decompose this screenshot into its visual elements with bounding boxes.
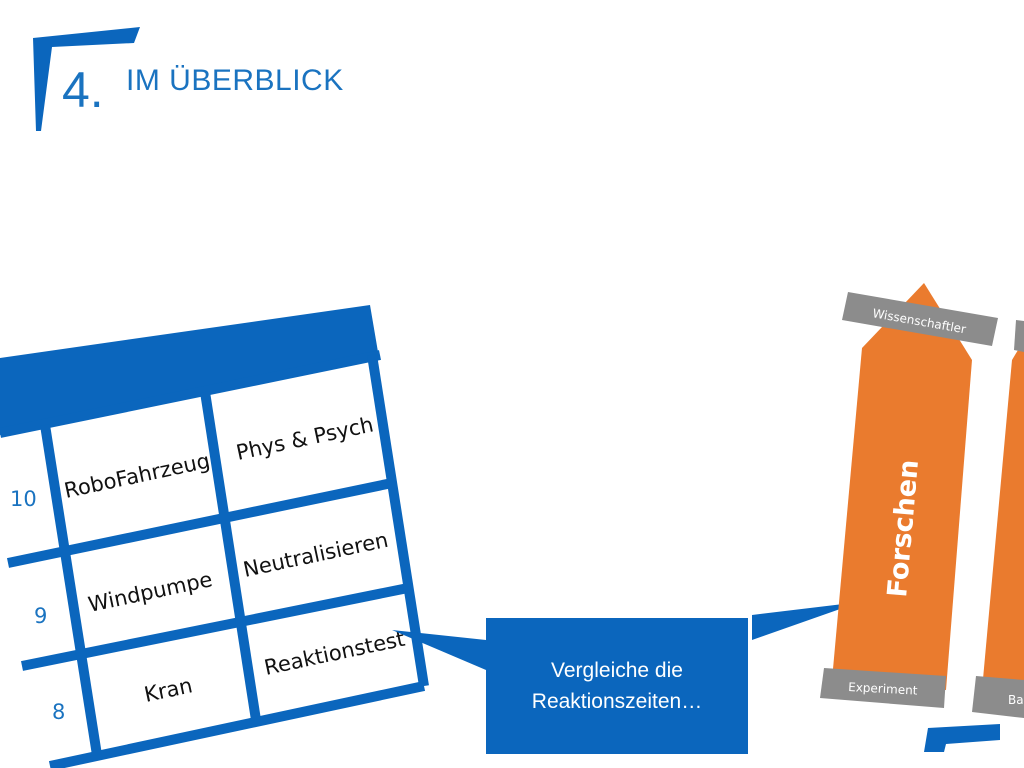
table-line <box>48 681 426 768</box>
pillar-bottom-label: Ba <box>1008 693 1024 707</box>
table-line <box>0 350 382 438</box>
section-logo: 4. <box>33 27 140 131</box>
row-label: 10 <box>10 487 37 511</box>
table-line <box>200 391 261 721</box>
table-line <box>367 354 429 687</box>
table-line <box>21 583 409 671</box>
overview-table: 10 9 8 RoboFahrzeug Phys & Psych Windpum… <box>0 305 429 768</box>
callout-pointer-right <box>752 602 860 640</box>
callout-text: Vergleiche die Reaktionszeiten… <box>531 659 703 713</box>
pillar-top-tag <box>842 292 998 346</box>
section-number: 4. <box>62 62 104 118</box>
frame-bracket <box>924 724 1000 752</box>
pillar-body <box>982 340 1024 694</box>
table-header-bar <box>0 305 378 435</box>
pillar-top-tag <box>1014 320 1024 352</box>
row-label: 8 <box>52 700 65 724</box>
pillar-bottom-tag <box>820 668 946 708</box>
row-label: 9 <box>34 604 47 628</box>
logo-bracket <box>33 27 140 131</box>
pillar-bottom-tag <box>972 676 1024 718</box>
callout-box: Vergleiche die Reaktionszeiten… <box>486 618 748 754</box>
table-line <box>6 478 394 568</box>
callout-pointer-left <box>392 630 486 670</box>
page-title: IM ÜBERBLICK <box>126 64 344 97</box>
pillar-bottom-label: Experiment <box>848 680 918 698</box>
table-line <box>40 424 102 756</box>
pillar-body <box>832 283 972 690</box>
